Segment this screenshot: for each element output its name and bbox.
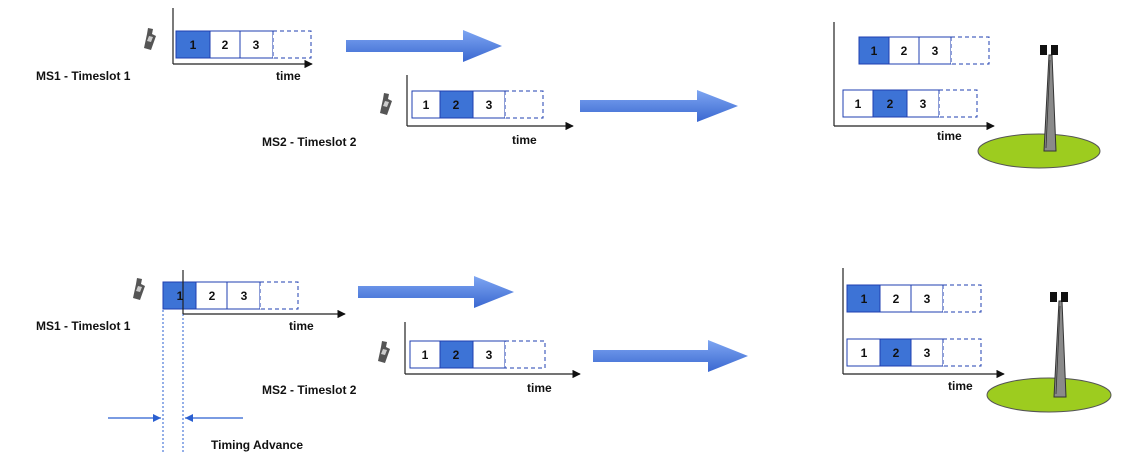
slot-empty [504,340,546,369]
slot-label: 1 [855,97,862,111]
arrow-icon [358,276,514,308]
slot-1-active [846,284,881,313]
slot-1-active [858,36,890,65]
top-ms1-group: 1 2 3 MS1 - Timeslot 1 time [36,8,313,83]
slot-2 [879,284,912,313]
slot-1-active [162,281,197,310]
time-label: time [512,133,537,147]
time-label: time [289,319,314,333]
slot-label: 1 [190,38,197,52]
slot-1 [409,340,441,369]
slot-label: 1 [871,44,878,58]
slot-empty [272,30,312,59]
slot-label: 1 [423,98,430,112]
slot-1 [846,338,881,367]
slot-label: 1 [861,292,868,306]
time-label: time [948,379,973,393]
time-label: time [527,381,552,395]
timing-advance-indicator: Timing Advance [108,414,303,452]
ms2-label: MS2 - Timeslot 2 [262,383,357,397]
slot-label: 3 [924,346,931,360]
top-receiver-group: 1 2 3 1 2 3 time [833,22,995,143]
slot-label: 3 [486,98,493,112]
slot-3 [239,30,274,59]
slot-label: 3 [920,97,927,111]
slot-2-active [439,340,474,369]
phone-icon [144,28,156,50]
slot-label: 3 [932,44,939,58]
arrow-icon [346,30,502,62]
slot-empty [942,338,982,367]
slot-label: 3 [924,292,931,306]
phone-icon [133,278,145,300]
time-label: time [276,69,301,83]
slot-label: 2 [209,289,216,303]
time-label: time [937,129,962,143]
ms1-label: MS1 - Timeslot 1 [36,69,131,83]
slot-label: 1 [177,289,184,303]
slot-empty [259,281,299,310]
slot-3 [910,284,944,313]
slot-3 [226,281,261,310]
ms2-label: MS2 - Timeslot 2 [262,135,357,149]
slot-label: 3 [241,289,248,303]
slot-label: 3 [486,348,493,362]
slot-empty [942,284,982,313]
slot-empty [504,90,544,119]
slot-1 [842,89,874,118]
base-station-icon [986,292,1112,413]
slot-2 [888,36,920,65]
base-station-icon [977,45,1101,169]
bottom-ms1-group: 1 2 3 MS1 - Timeslot 1 time [36,270,346,452]
bottom-ms2-group: 1 2 3 MS2 - Timeslot 2 time [262,322,581,397]
phone-icon [378,341,390,363]
slot-2 [195,281,228,310]
arrow-icon [580,90,738,122]
timing-advance-label: Timing Advance [211,438,303,452]
slot-3 [472,340,506,369]
slot-label: 2 [893,292,900,306]
slot-2-active [872,89,908,118]
slot-label: 1 [861,346,868,360]
bottom-receiver-group: 1 2 3 1 2 3 time [842,268,1005,393]
slot-label: 3 [253,38,260,52]
arrow-icon [593,340,748,372]
slot-3 [906,89,940,118]
ms1-label: MS1 - Timeslot 1 [36,319,131,333]
slot-label: 2 [222,38,229,52]
slot-label: 1 [422,348,429,362]
slot-2-active [879,338,912,367]
slot-empty [950,36,990,65]
slot-3 [472,90,506,119]
slot-label: 2 [453,348,460,362]
top-ms2-group: 1 2 3 MS2 - Timeslot 2 time [262,75,574,149]
slot-label: 2 [901,44,908,58]
slot-label: 2 [887,97,894,111]
slot-empty [938,89,978,118]
slot-label: 2 [893,346,900,360]
slot-1 [411,90,441,119]
slot-3 [918,36,952,65]
phone-icon [380,93,392,115]
slot-label: 2 [453,98,460,112]
